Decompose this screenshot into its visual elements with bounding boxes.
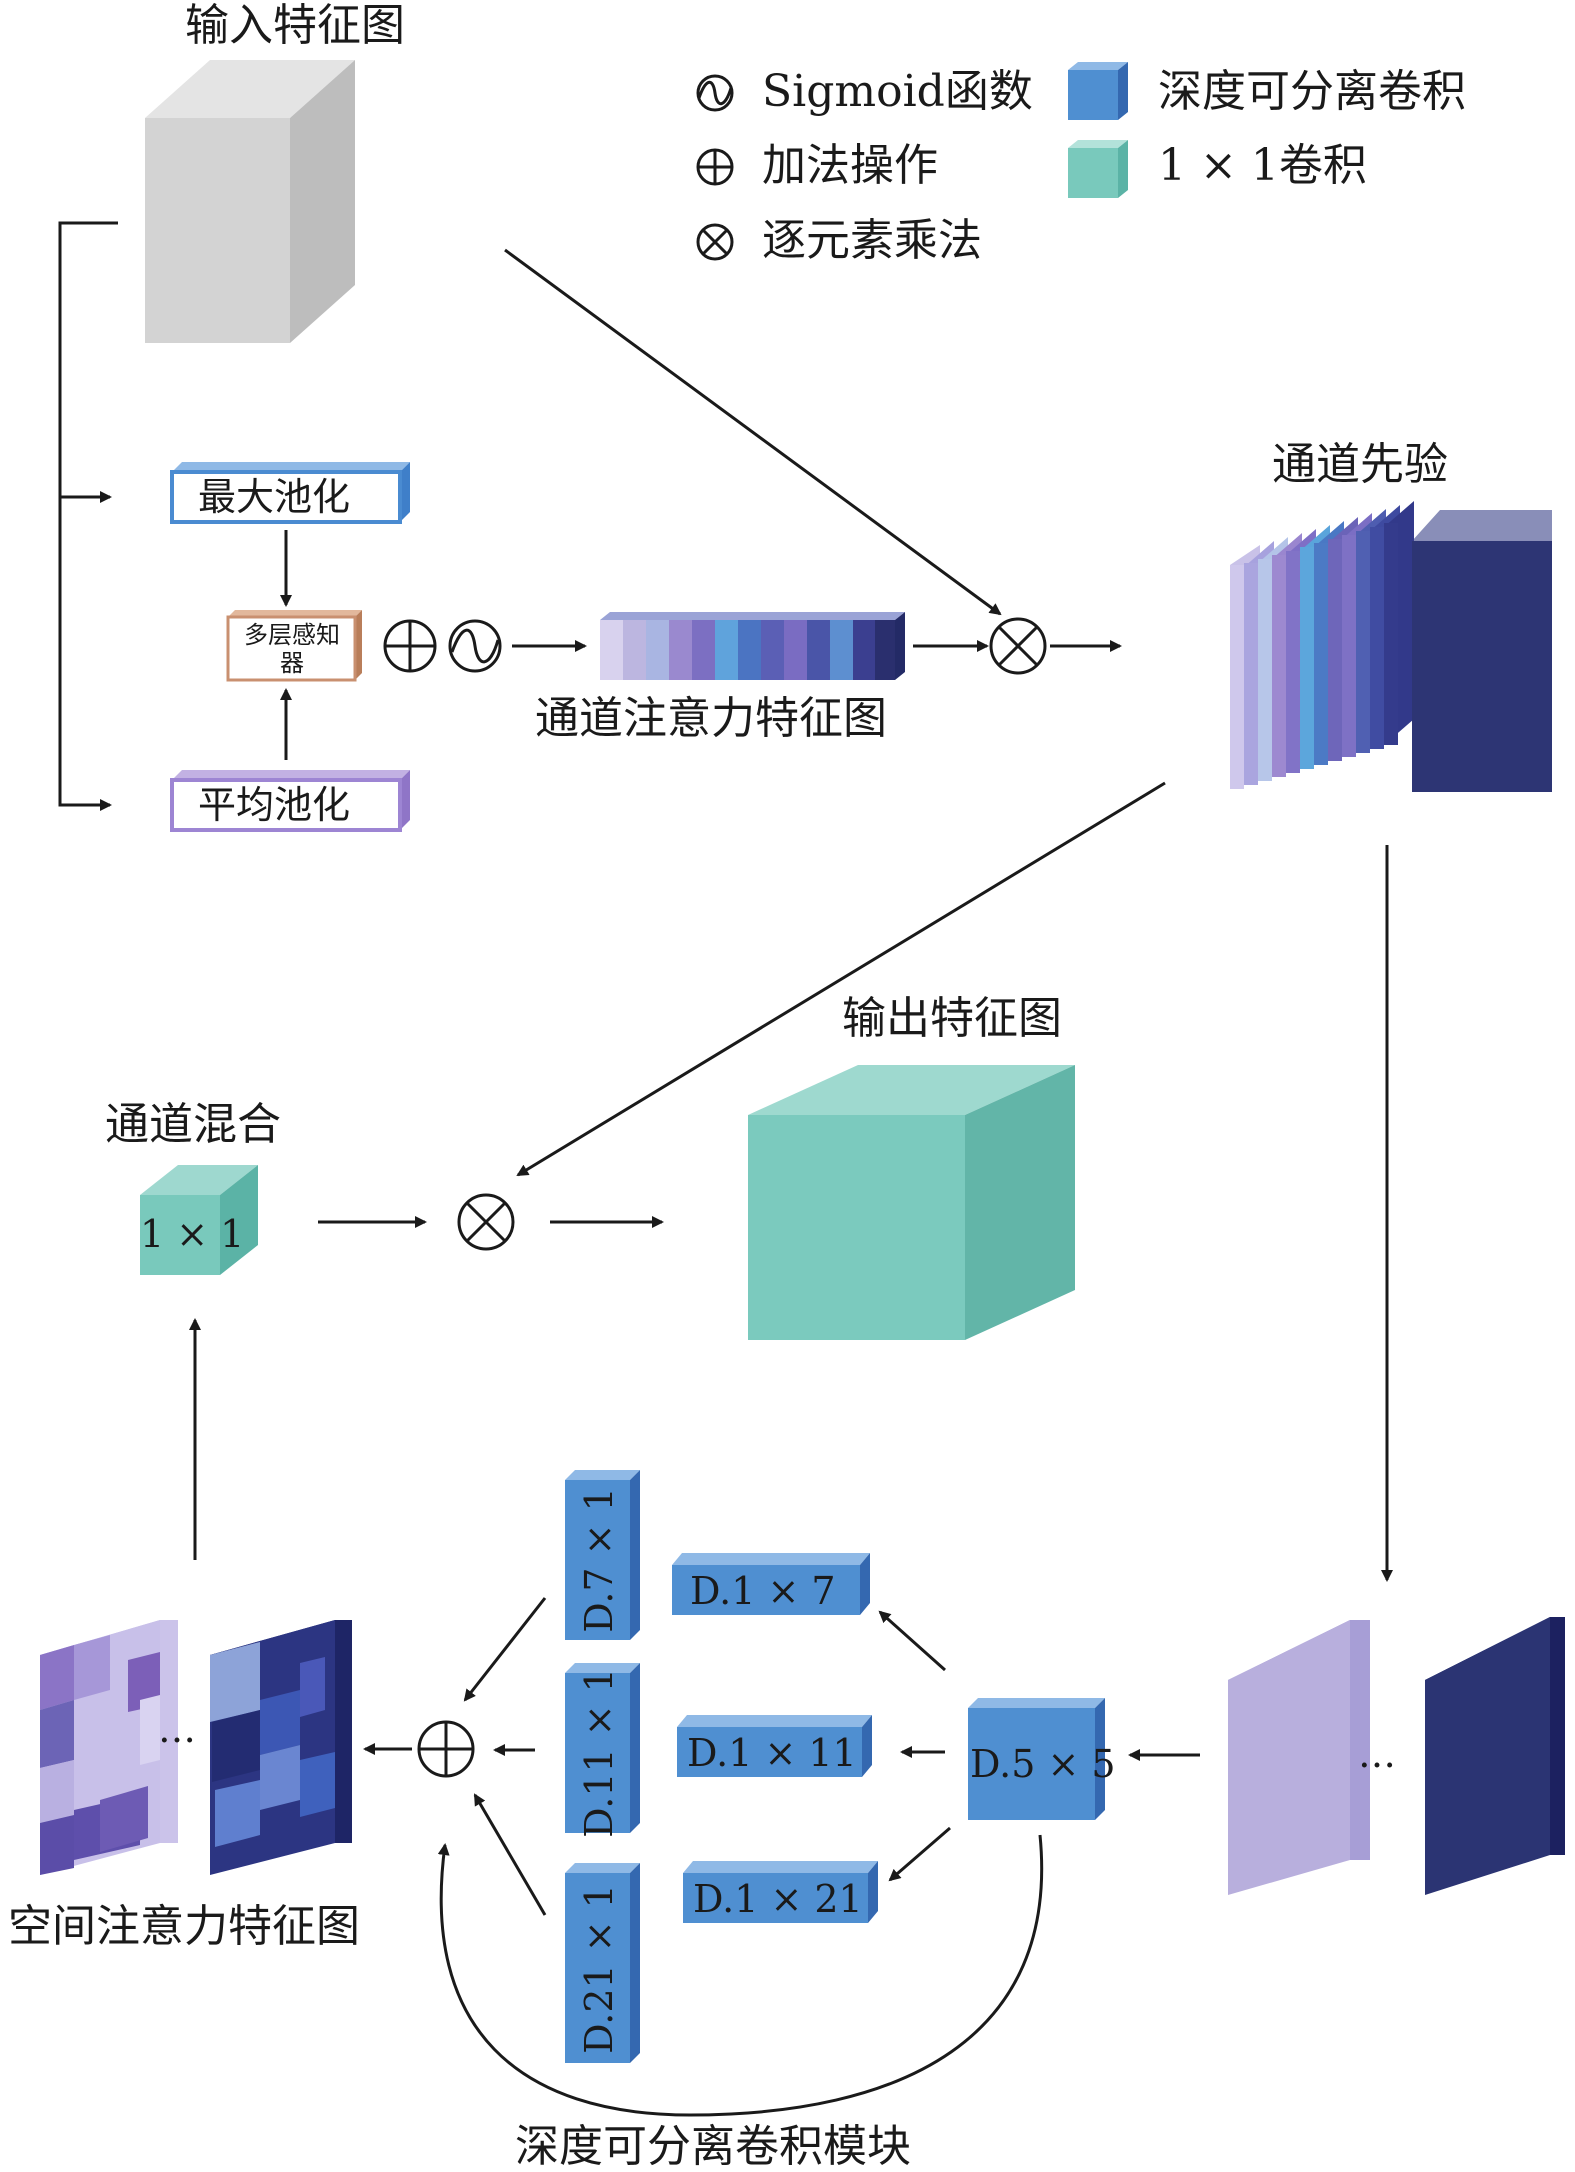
sigmoid-symbol-mlp (448, 619, 502, 673)
legend-pointwise-label: 1 × 1卷积 (1158, 140, 1367, 191)
legend-sigmoid-icon (696, 74, 734, 112)
conv-d1x11-label: D.1 × 11 (687, 1731, 857, 1775)
dw-module-label: 深度可分离卷积模块 (515, 2121, 911, 2172)
legend-pointwise-swatch (1068, 140, 1128, 198)
conv-d11x1-box (565, 1663, 640, 1833)
conv-module-arrows (437, 1597, 1200, 2117)
legend-add-icon (696, 148, 734, 186)
conv-d1x7-label: D.1 × 7 (690, 1569, 836, 1613)
multiply-symbol-middle (457, 1193, 515, 1251)
add-symbol-mlp (383, 619, 437, 673)
spatial-attention-label: 空间注意力特征图 (8, 1901, 360, 1952)
input-branch-lines (58, 221, 118, 811)
channel-prior-label: 通道先验 (1272, 439, 1448, 490)
add-symbol-bottom (417, 1720, 475, 1778)
conv-d5x5-label: D.5 × 5 (970, 1742, 1116, 1786)
legend-depthwise-label: 深度可分离卷积 (1158, 66, 1466, 117)
input-feature-label: 输入特征图 (185, 0, 405, 51)
conv-d1x21-box (683, 1861, 878, 1923)
conv-d5x5-box (968, 1698, 1105, 1820)
conv-d21x1-label: D.21 × 1 (577, 1884, 621, 2054)
split-slice-light (1228, 1620, 1370, 1895)
multiply-symbol-top (989, 617, 1047, 675)
conv-d1x7-box (672, 1553, 870, 1615)
avg-pool-label: 平均池化 (198, 783, 351, 827)
input-feature-cube (145, 60, 355, 343)
legend-sigmoid-label: Sigmoid函数 (762, 66, 1033, 117)
channel-mix-label: 通道混合 (105, 1099, 281, 1150)
legend-add-label: 加法操作 (762, 140, 938, 191)
max-pool-box (170, 462, 410, 524)
output-feature-label: 输出特征图 (842, 993, 1062, 1044)
conv-d7x1-box (565, 1470, 640, 1640)
spatial-map-dark (210, 1620, 352, 1875)
mlp-label: 多层感知器 (244, 621, 340, 677)
split-slice-dark (1425, 1617, 1565, 1895)
channel-mix-cube (140, 1165, 258, 1275)
prior-to-multiply-middle-arrow (516, 781, 1166, 1177)
spatial-map-light (40, 1620, 178, 1875)
conv-d1x11-box (677, 1715, 872, 1777)
channel-attention-bar (600, 612, 905, 680)
mlp-box (226, 610, 362, 682)
conv1x1-label: 1 × 1 (140, 1212, 245, 1256)
channel-prior-front-slices (1230, 523, 1398, 789)
ellipsis-left: … (158, 1707, 196, 1751)
avg-pool-box (170, 770, 410, 832)
input-to-multiply-arrow (504, 248, 1002, 616)
legend-multiply-icon (696, 223, 734, 261)
legend-depthwise-swatch (1068, 62, 1128, 120)
legend-multiply-label: 逐元素乘法 (762, 215, 982, 266)
conv-d11x1-label: D.11 × 1 (577, 1668, 621, 1838)
conv-d21x1-box (565, 1863, 640, 2063)
output-feature-cube (748, 1065, 1075, 1340)
max-pool-label: 最大池化 (198, 475, 351, 519)
ellipsis-right: … (1358, 1732, 1396, 1776)
conv-d7x1-label: D.7 × 1 (577, 1487, 621, 1633)
conv-d1x21-label: D.1 × 21 (693, 1877, 863, 1921)
channel-attention-label: 通道注意力特征图 (535, 693, 887, 744)
